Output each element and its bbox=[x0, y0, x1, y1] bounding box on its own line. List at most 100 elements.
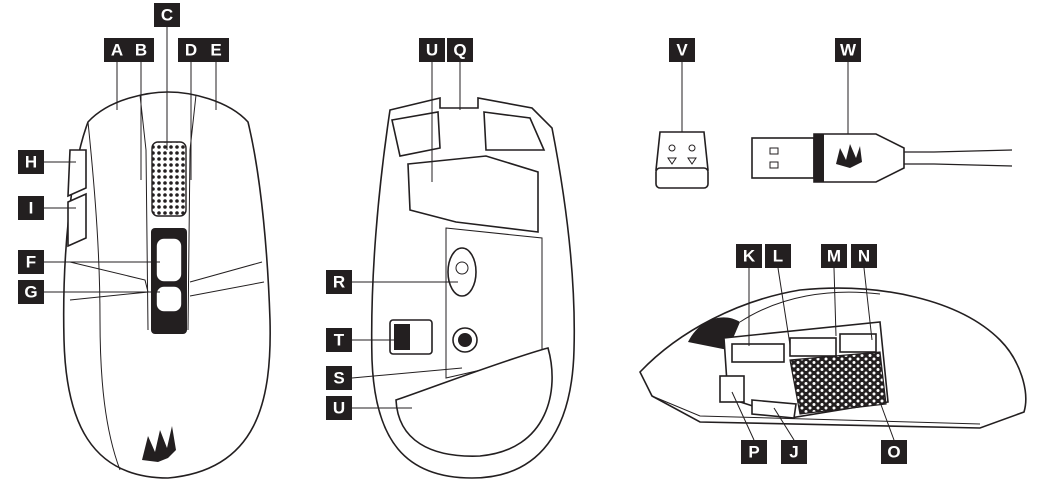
connect-button-inner bbox=[458, 333, 472, 347]
callout-o-text: O bbox=[887, 443, 900, 462]
usb-plug bbox=[751, 137, 815, 179]
leader-o bbox=[879, 401, 895, 441]
callout-i-text: I bbox=[29, 199, 34, 218]
callout-d: D bbox=[178, 38, 204, 62]
callout-b: B bbox=[128, 38, 154, 62]
callout-q: Q bbox=[447, 38, 473, 62]
scroll-wheel bbox=[151, 141, 187, 217]
leader-l bbox=[777, 267, 791, 346]
callout-n: N bbox=[851, 244, 877, 268]
receiver-arrow-2 bbox=[687, 157, 697, 165]
top-button-split-left bbox=[139, 94, 149, 331]
callout-m: M bbox=[821, 244, 847, 268]
callout-u-bottom: U bbox=[326, 396, 352, 420]
side-button-back bbox=[67, 192, 87, 248]
side-button-j bbox=[751, 399, 797, 419]
callout-j: J bbox=[781, 440, 807, 464]
side-button-m bbox=[839, 333, 877, 353]
leader-n bbox=[863, 267, 873, 341]
side-button-k bbox=[731, 343, 785, 363]
usb-slot-1 bbox=[769, 147, 779, 155]
leader-p bbox=[731, 391, 755, 441]
callout-a: A bbox=[104, 38, 130, 62]
top-left-side-seam bbox=[87, 121, 121, 471]
side-button-p bbox=[719, 375, 745, 403]
power-switch-knob bbox=[394, 324, 410, 350]
side-top-button bbox=[739, 291, 881, 323]
side-button-l bbox=[789, 337, 837, 357]
callout-r: R bbox=[326, 270, 352, 294]
callout-m-text: M bbox=[827, 247, 841, 266]
top-palm-seam-left bbox=[69, 261, 149, 301]
usb-cable-wire-top bbox=[904, 149, 1013, 153]
callout-f: F bbox=[18, 250, 44, 274]
callout-j-text: J bbox=[789, 443, 798, 462]
callout-e-text: E bbox=[210, 41, 221, 60]
side-grip-texture bbox=[789, 351, 887, 415]
usb-cable bbox=[751, 133, 1013, 183]
receiver-cap bbox=[655, 167, 709, 189]
leader-j bbox=[773, 407, 795, 441]
callout-f-text: F bbox=[26, 253, 36, 272]
callout-t-text: T bbox=[334, 331, 345, 350]
callout-i: I bbox=[18, 196, 44, 220]
callout-s-text: S bbox=[333, 369, 344, 388]
callout-g-text: G bbox=[24, 283, 37, 302]
side-view bbox=[639, 287, 1027, 429]
callout-w-text: W bbox=[840, 41, 857, 60]
callout-c-text: C bbox=[161, 6, 173, 25]
leader-m bbox=[833, 267, 837, 337]
callout-w: W bbox=[835, 38, 861, 62]
receiver-arrow-1 bbox=[667, 157, 677, 165]
callout-u-top: U bbox=[419, 38, 445, 62]
optical-sensor bbox=[447, 247, 477, 297]
callout-p: P bbox=[741, 440, 767, 464]
receiver-body bbox=[655, 131, 709, 171]
callout-v-text: V bbox=[676, 41, 688, 60]
callout-h-text: H bbox=[25, 153, 37, 172]
top-view bbox=[62, 91, 271, 479]
callout-u-bottom-text: U bbox=[333, 399, 345, 418]
glide-pad-top-left bbox=[391, 111, 441, 157]
top-button-split-right bbox=[187, 94, 197, 331]
leader-lines bbox=[44, 26, 895, 441]
glide-pad-top-right bbox=[483, 111, 546, 151]
callout-k-text: K bbox=[743, 247, 756, 266]
top-palm-seam-right bbox=[189, 261, 265, 297]
callout-s: S bbox=[326, 366, 352, 390]
side-button-forward bbox=[67, 149, 87, 198]
top-logo bbox=[142, 426, 176, 462]
callout-k: K bbox=[736, 244, 762, 268]
callout-v: V bbox=[669, 38, 695, 62]
dpi-down-button bbox=[155, 285, 183, 313]
dpi-up-button bbox=[155, 237, 183, 283]
receiver-contact-1 bbox=[668, 144, 676, 152]
wireless-receiver bbox=[655, 131, 709, 189]
callout-r-text: R bbox=[333, 273, 345, 292]
callout-t: T bbox=[326, 328, 352, 352]
callout-p-text: P bbox=[748, 443, 759, 462]
callout-g: G bbox=[18, 280, 44, 304]
glide-pad-bottom bbox=[395, 347, 553, 457]
callout-h: H bbox=[18, 150, 44, 174]
sensor-lens bbox=[455, 261, 469, 275]
callout-b-text: B bbox=[135, 41, 147, 60]
callout-c: C bbox=[154, 3, 180, 27]
callout-n-text: N bbox=[858, 247, 870, 266]
callout-l: L bbox=[765, 244, 791, 268]
callout-u-top-text: U bbox=[426, 41, 438, 60]
callout-a-text: A bbox=[111, 41, 123, 60]
callout-e: E bbox=[203, 38, 229, 62]
leader-s bbox=[351, 367, 463, 379]
glide-pad-center bbox=[407, 155, 539, 233]
receiver-contact-2 bbox=[688, 144, 696, 152]
callout-o: O bbox=[881, 440, 907, 464]
callout-d-text: D bbox=[185, 41, 197, 60]
callout-q-text: Q bbox=[453, 41, 466, 60]
usb-logo bbox=[836, 144, 862, 168]
usb-grip bbox=[814, 134, 824, 182]
usb-slot-2 bbox=[769, 161, 779, 169]
callout-l-text: L bbox=[773, 247, 783, 266]
callout-labels: A B C D E F G H I U Q R T S U V W K L M … bbox=[18, 3, 907, 464]
